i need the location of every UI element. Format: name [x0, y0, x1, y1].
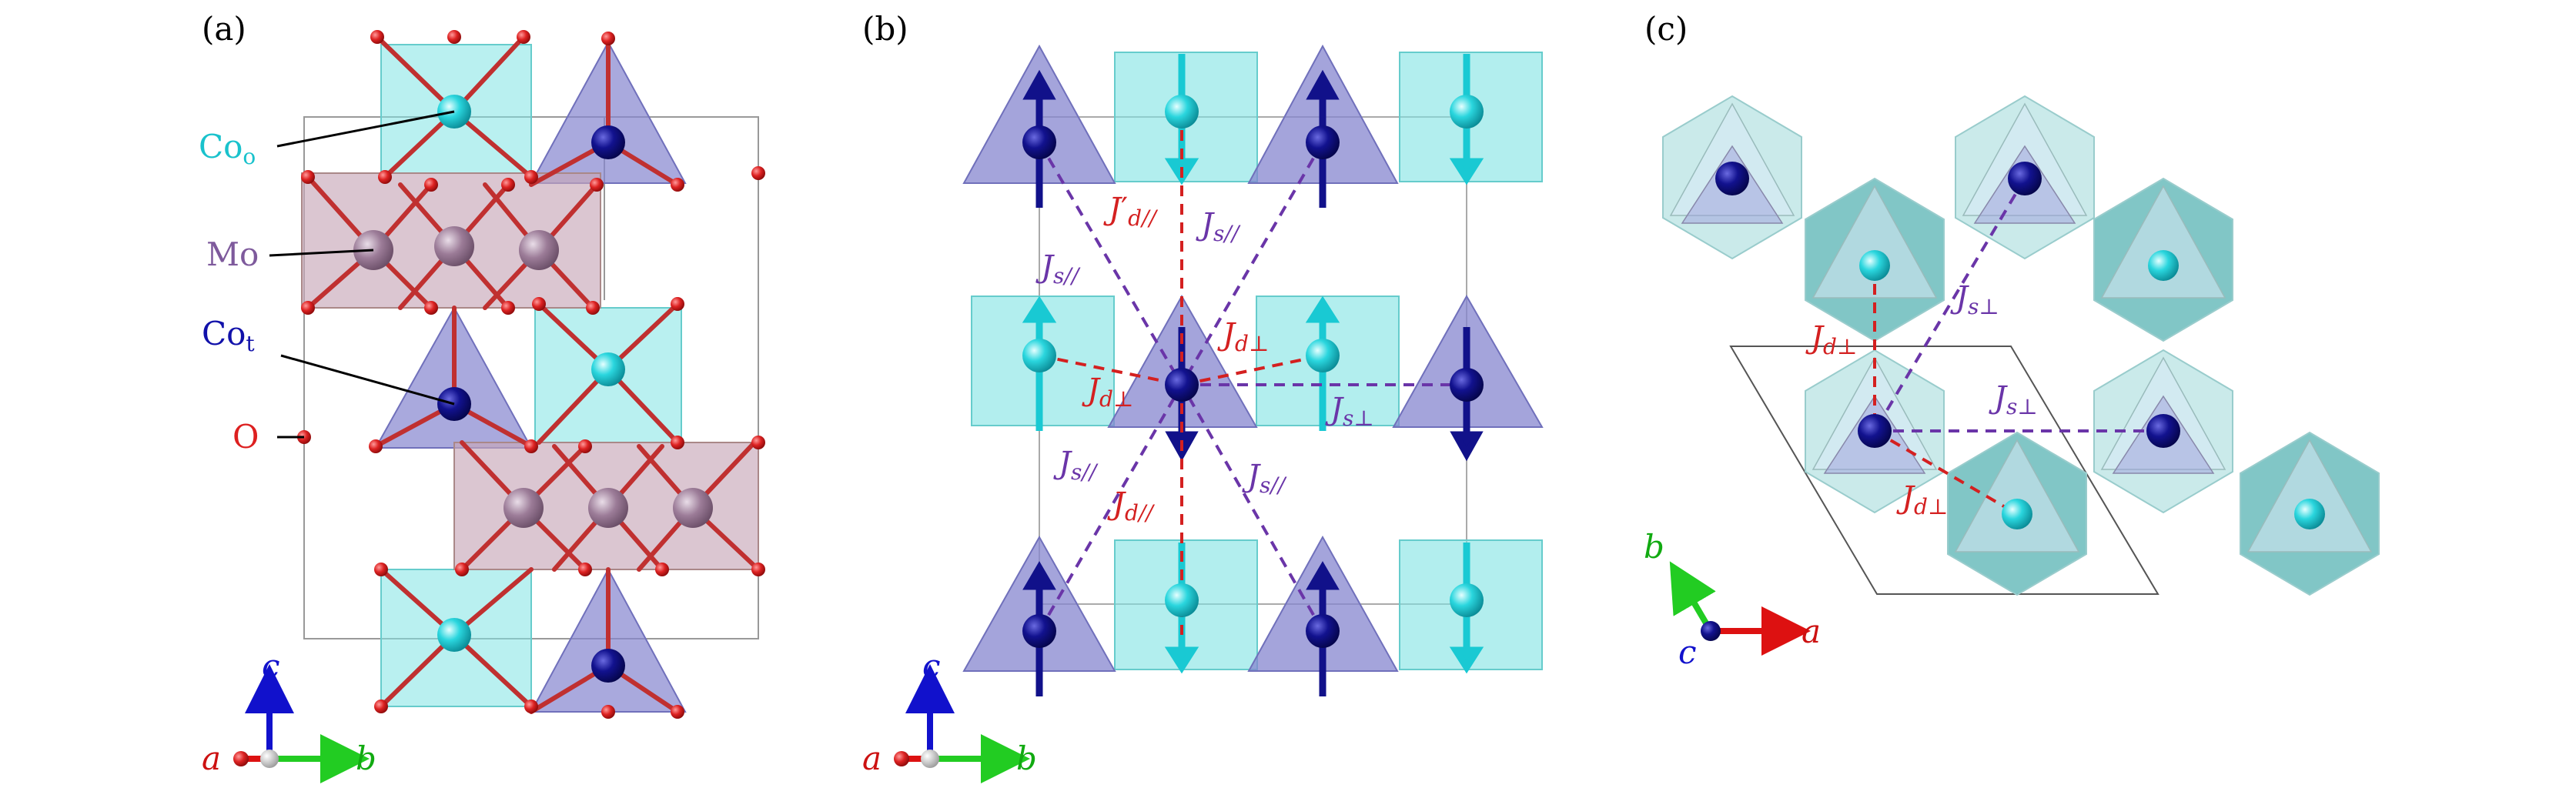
axis-label-c: c — [1678, 633, 1697, 671]
cobalt-oct-atoms — [1859, 250, 2325, 529]
label-co-o: Coo — [199, 128, 256, 169]
coupling-label-js-par: Js// — [1242, 459, 1287, 498]
unit-cell — [1729, 346, 2159, 595]
axis-label-b: b — [1644, 528, 1664, 566]
cobalt-oct-atoms — [1022, 95, 1484, 617]
bonds — [306, 35, 761, 714]
coupling-label-js-par: Js// — [1196, 207, 1241, 246]
panel-b-label: (b) — [862, 10, 908, 48]
coupling-j-s-lines — [1873, 177, 2163, 432]
axis-label-b: b — [1016, 740, 1037, 777]
axis-label-b: b — [356, 740, 376, 777]
axes-c: b c a — [1644, 528, 1821, 671]
leader-line — [280, 354, 455, 406]
coupling-label-jd-par: Jd// — [1107, 486, 1155, 526]
panel-c-label: (c) — [1644, 10, 1688, 48]
axis-label-c: c — [922, 647, 941, 685]
leader-line — [276, 110, 455, 148]
cobalt-oct-atoms — [437, 95, 625, 652]
axis-label-c: c — [262, 647, 280, 685]
coupling-j-s-lines — [1038, 141, 1467, 633]
coupling-label-js-par: Js// — [1035, 249, 1081, 289]
axes-b: c a b — [862, 647, 1037, 783]
coupling-label-js-perp: Js⊥ — [1325, 392, 1374, 431]
label-co-t: Cot — [202, 315, 255, 356]
axis-label-a: a — [862, 740, 882, 777]
coupling-label-js-perp: Js⊥ — [1989, 380, 2038, 419]
axes-a: c a b — [202, 647, 376, 783]
panel-b: (b) — [862, 10, 1544, 783]
coupling-label-jd-prime-par: J′d// — [1103, 192, 1158, 231]
coupling-j-d-lines — [1873, 265, 2019, 516]
coupling-label-js-perp: Js⊥ — [1950, 280, 1999, 319]
coupling-label-js-par: Js// — [1053, 446, 1099, 485]
cobalt-tet-atoms — [1715, 162, 2180, 448]
label-o: O — [233, 418, 259, 456]
leader-line — [269, 249, 374, 257]
axis-label-a: a — [1802, 613, 1821, 650]
panel-a: (a) — [199, 10, 765, 783]
coupling-label-jd-perp: Jd⊥ — [1896, 480, 1948, 519]
panel-a-label: (a) — [202, 10, 246, 48]
panel-c: (c) — [1644, 10, 2380, 671]
molybdenum-atoms — [353, 226, 713, 528]
oxygen-atoms — [297, 30, 765, 719]
cobalt-tet-atoms — [1022, 125, 1484, 648]
label-mo: Mo — [206, 235, 259, 273]
axis-label-a: a — [202, 740, 221, 777]
